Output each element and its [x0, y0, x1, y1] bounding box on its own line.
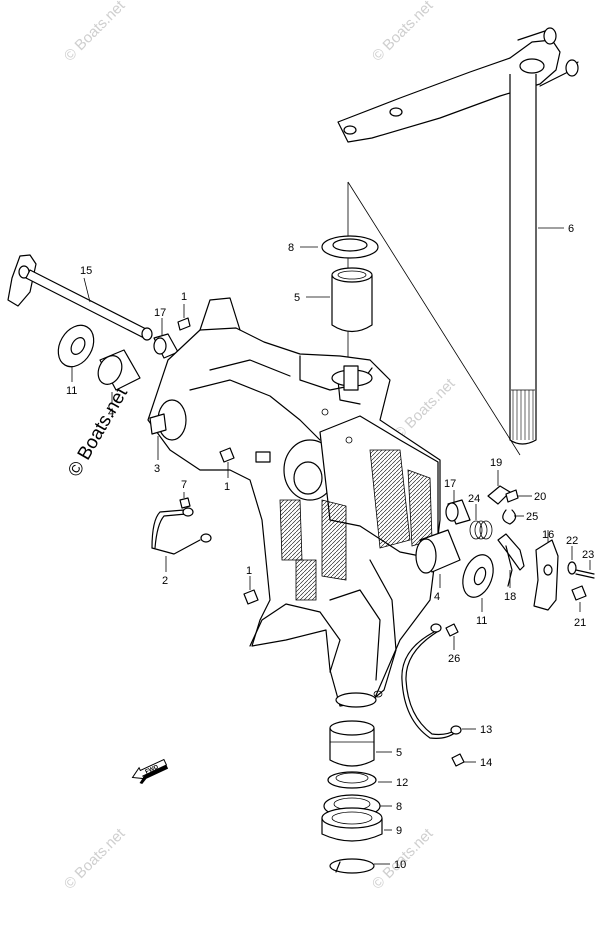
snap-ring-part-25: [502, 509, 524, 525]
tilt-pin-part-15: [7, 254, 153, 341]
callout-6: 6: [568, 223, 574, 235]
callout-20: 20: [534, 491, 546, 503]
swivel-bracket-body: [147, 297, 441, 708]
callout-14: 14: [480, 757, 492, 769]
callout-22: 22: [566, 535, 578, 547]
callout-8-upper: 8: [288, 242, 294, 254]
callout-17-right: 17: [444, 478, 456, 490]
callout-26: 26: [448, 653, 460, 665]
callout-5-upper: 5: [294, 292, 300, 304]
upper-washer-part-8: [300, 235, 379, 259]
lower-bushing-part-5: [329, 720, 392, 767]
nut-part-21: [571, 585, 587, 612]
watermark-top-left: © Boats.net: [61, 0, 129, 65]
callout-16: 16: [542, 529, 554, 541]
washer-right-part-11: [462, 554, 494, 612]
callout-7: 7: [181, 479, 187, 491]
watermark-bottom-left: © Boats.net: [61, 825, 129, 893]
callout-13: 13: [480, 724, 492, 736]
cotter-pin-part-23: [575, 560, 595, 579]
ground-wire-part-13: [401, 623, 476, 739]
ground-wire-part-2: [151, 507, 212, 572]
forward-label: FWD: [145, 764, 161, 775]
callout-24: 24: [468, 493, 480, 505]
callout-1-lower: 1: [246, 565, 252, 577]
callout-25: 25: [526, 511, 538, 523]
callout-12: 12: [396, 777, 408, 789]
bush-right-part-17: [445, 490, 471, 525]
bolt-part-26: [445, 623, 459, 650]
bolt-part-20: [505, 489, 532, 503]
callout-10: 10: [394, 859, 406, 871]
callout-2: 2: [162, 575, 168, 587]
spring-part-24: [469, 504, 493, 540]
bush-left-part-17: [153, 318, 179, 359]
callout-1-middle: 1: [224, 481, 230, 493]
callout-9: 9: [396, 825, 402, 837]
washer-part-22: [567, 546, 577, 575]
watermark-top-right: © Boats.net: [369, 0, 437, 65]
bolt-middle-part-1: [219, 447, 235, 478]
bolt-lower-part-1: [243, 576, 259, 605]
bolt-part-7: [179, 492, 191, 509]
callout-8-lower: 8: [396, 801, 402, 813]
bolt-top-part-1: [177, 304, 191, 331]
callout-labels: 6 8 5 15 17 1 11 4 3 1 7 2 1 19 20 17 25…: [66, 223, 594, 871]
bushing-part-9: [321, 807, 392, 842]
callout-17-left: 17: [154, 307, 166, 319]
callout-21: 21: [574, 617, 586, 629]
plate-part-3: [149, 413, 167, 460]
bushing-left-part-4: [97, 349, 141, 404]
callout-4-right: 4: [434, 591, 440, 603]
watermark-mid-right: © Boats.net: [391, 375, 459, 443]
reference-line-top: [347, 181, 521, 456]
bushing-right-part-4: [415, 529, 461, 588]
bracket-part-16: [533, 530, 559, 611]
callout-4-left: 4: [108, 407, 114, 419]
callout-11-left: 11: [66, 385, 77, 397]
steering-shaft-part-6: [337, 27, 579, 445]
seal-part-12: [327, 771, 392, 789]
watermark-center: © Boats.net: [64, 383, 132, 480]
bolt-part-14: [451, 753, 476, 767]
callout-5-lower: 5: [396, 747, 402, 759]
callout-3: 3: [154, 463, 160, 475]
callout-19: 19: [490, 457, 502, 469]
callout-15: 15: [80, 265, 92, 277]
lever-part-18: [497, 533, 525, 588]
callout-11-right: 11: [476, 615, 487, 627]
upper-bushing-part-5: [306, 267, 373, 333]
washer-left-part-11: [57, 324, 95, 382]
callout-18: 18: [504, 591, 516, 603]
callout-23: 23: [582, 549, 594, 561]
forward-arrow-icon: FWD: [131, 758, 169, 784]
callout-1-top: 1: [181, 291, 187, 303]
snap-ring-part-10: [329, 858, 390, 874]
